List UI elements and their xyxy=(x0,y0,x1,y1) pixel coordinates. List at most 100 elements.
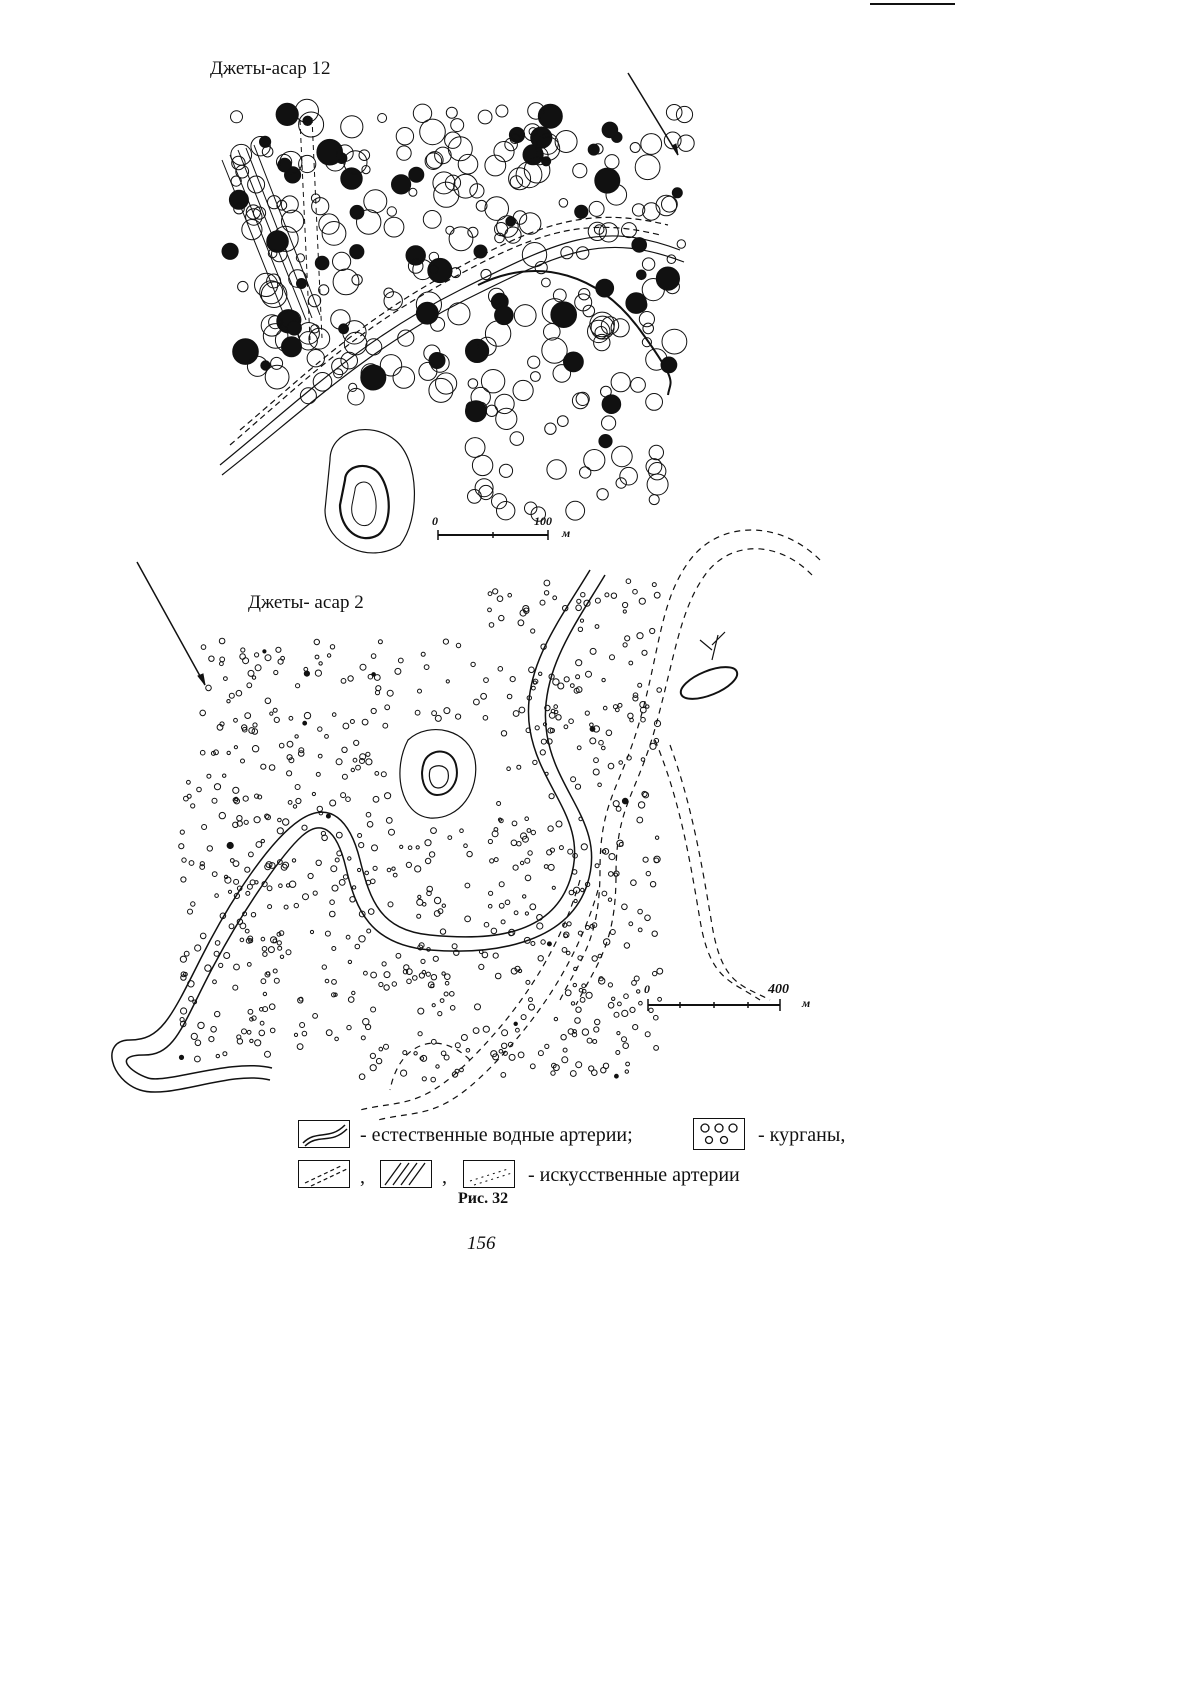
kurgan-mark xyxy=(374,675,380,681)
kurgan-mark xyxy=(387,690,393,696)
kurgan-mark xyxy=(545,772,548,775)
kurgan-mark xyxy=(532,686,536,690)
kurgan-mark xyxy=(501,920,505,924)
kurgan-mark xyxy=(488,839,492,843)
kurgan-mark xyxy=(322,965,326,969)
kurgan-mark xyxy=(375,772,379,776)
kurgan-mark xyxy=(289,716,293,720)
kurgan-mark xyxy=(613,705,617,709)
kurgan-mark xyxy=(595,625,599,629)
kurgan-mark xyxy=(538,956,543,961)
kurgan-mark xyxy=(617,1032,620,1035)
kurgan-mark xyxy=(367,929,371,933)
kurgan-mark xyxy=(438,1012,442,1016)
kurgan-mark xyxy=(608,763,614,769)
kurgan-mark xyxy=(191,902,195,906)
kurgan-mark xyxy=(378,640,382,644)
kurgan-mark xyxy=(252,676,255,679)
kurgan-mark xyxy=(274,978,279,983)
kurgan-mark xyxy=(215,941,220,946)
kurgan-mark xyxy=(228,890,231,893)
kurgan-mark xyxy=(645,1032,650,1037)
kurgan-mark xyxy=(489,891,493,895)
kurgan-mark xyxy=(243,658,249,664)
kurgan-mark xyxy=(360,664,366,670)
kurgan-mark xyxy=(268,947,274,953)
kurgan-mark xyxy=(213,980,217,984)
kurgan-mark xyxy=(332,947,336,951)
kurgan-mark xyxy=(622,904,628,910)
kurgan-mark xyxy=(544,580,550,586)
kurgan-mark xyxy=(415,866,421,872)
kurgan-mark xyxy=(544,591,548,595)
kurgan-mark xyxy=(431,1039,436,1044)
kurgan-mark xyxy=(358,834,362,838)
kurgan-mark xyxy=(641,758,645,762)
kurgan-mark xyxy=(531,942,535,946)
kurgan-mark xyxy=(408,846,412,850)
kurgan-mark xyxy=(502,1030,508,1036)
kurgan-mark xyxy=(223,1052,227,1056)
kurgan-mark xyxy=(501,1073,506,1078)
kurgan-mark xyxy=(195,1056,201,1062)
kurgan-mark xyxy=(633,589,638,594)
kurgan-mark xyxy=(280,955,283,958)
kurgan-mark xyxy=(414,1052,417,1055)
kurgan-mark xyxy=(435,715,441,721)
kurgan-mark xyxy=(629,661,633,665)
kurgan-mark xyxy=(348,960,351,963)
kurgan-mark xyxy=(535,726,539,730)
kurgan-mark xyxy=(201,645,206,650)
kurgan-mark xyxy=(263,952,267,956)
kurgan-mark xyxy=(655,836,658,839)
kurgan-mark xyxy=(418,689,422,693)
kurgan-mark xyxy=(265,1051,271,1057)
kurgan-mark xyxy=(554,1017,557,1020)
kurgan-mark xyxy=(274,670,278,674)
kurgan-mark xyxy=(252,746,258,752)
kurgan-mark xyxy=(224,953,230,959)
kurgan-mark xyxy=(481,693,487,699)
kurgan-mark xyxy=(200,933,206,939)
kurgan-mark xyxy=(568,849,573,854)
kurgan-mark xyxy=(245,867,250,872)
kurgan-mark xyxy=(530,1064,535,1069)
kurgan-mark xyxy=(523,895,526,898)
kurgan-mark xyxy=(497,802,501,806)
kurgan-mark xyxy=(562,1057,568,1063)
kurgan-mark xyxy=(205,965,211,971)
kurgan-mark xyxy=(563,1048,567,1052)
kurgan-mark xyxy=(582,984,586,988)
kurgan-mark xyxy=(443,639,448,644)
map2-scale-bar xyxy=(648,999,780,1011)
kurgan-mark xyxy=(638,928,642,932)
kurgan-mark xyxy=(315,670,321,676)
kurgan-mark xyxy=(270,712,273,715)
kurgan-mark xyxy=(657,968,663,974)
kurgan-mark xyxy=(371,708,376,713)
kurgan-mark xyxy=(653,971,657,975)
kurgan-mark xyxy=(592,956,597,961)
kurgan-mark xyxy=(288,801,292,805)
kurgan-mark xyxy=(610,655,615,660)
kurgan-mark xyxy=(615,1074,619,1078)
kurgan-mark xyxy=(602,891,607,896)
kurgan-mark xyxy=(295,785,300,790)
kurgan-mark xyxy=(511,840,517,846)
kurgan-mark xyxy=(564,677,569,682)
kurgan-mark xyxy=(294,1033,297,1036)
kurgan-mark xyxy=(602,746,606,750)
kurgan-mark xyxy=(514,1022,517,1025)
kurgan-mark xyxy=(260,1021,264,1025)
kurgan-mark xyxy=(330,800,336,806)
kurgan-mark xyxy=(227,751,230,754)
kurgan-mark xyxy=(599,740,604,745)
kurgan-mark xyxy=(638,802,644,808)
kurgan-mark xyxy=(266,815,271,820)
kurgan-mark xyxy=(382,962,386,966)
kurgan-mark xyxy=(499,1050,503,1054)
kurgan-mark xyxy=(384,1044,389,1049)
kurgan-mark xyxy=(525,858,530,863)
kurgan-mark xyxy=(262,947,267,952)
kurgan-mark xyxy=(495,973,501,979)
